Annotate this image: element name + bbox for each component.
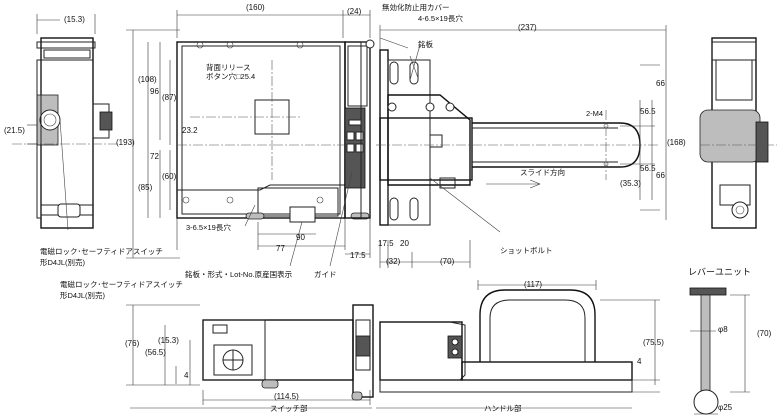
dim-70-lever: (70): [757, 329, 772, 338]
dim-72: 72: [150, 152, 159, 161]
handle-part-label: ハンドル部: [484, 404, 522, 413]
dim-17-5-a: 17.5: [350, 251, 366, 260]
dim-56-5-c: (56.5): [145, 348, 166, 357]
switch-front-view: [126, 10, 375, 267]
dim-56-5-b: 56.5: [640, 164, 656, 173]
handle-front-view: [376, 25, 667, 268]
disable-cover-label: 無効化防止用カバー: [382, 3, 450, 12]
dim-24: (24): [347, 7, 362, 16]
dim-66-b: 66: [656, 171, 665, 180]
slot-top-label: 4-6.5×19長穴: [418, 14, 463, 23]
dim-117: (117): [524, 280, 543, 289]
dim-66-a: 66: [656, 79, 665, 88]
nameplate-bottom-label: 銘板・形式・Lot-No.原産国表示: [185, 270, 293, 279]
dim-4-b: 4: [637, 357, 642, 366]
lock-switch-label-2b: 形D4JL(別売): [60, 291, 106, 300]
dim-21-5: (21.5): [4, 126, 25, 135]
dim-108: (108): [138, 75, 157, 84]
dim-76: (76): [125, 339, 140, 348]
dim-20: 20: [400, 239, 409, 248]
dim-23-2: 23.2: [182, 126, 198, 135]
dim-17-5-b: 17.5: [378, 239, 394, 248]
dim-193: (193): [116, 138, 135, 147]
release-hole-label: 背面リリース: [206, 63, 251, 72]
dim-15-3-b: (15.3): [158, 336, 179, 345]
dim-35-3: (35.3): [620, 179, 641, 188]
right-side-view: [699, 37, 777, 229]
slide-direction-label: スライド方向: [520, 168, 565, 177]
slot-bottom-label: 3-6.5×19長穴: [186, 223, 231, 232]
lever-unit: [689, 287, 750, 415]
dim-phi8: φ8: [718, 325, 728, 334]
lock-switch-label-1b: 形D4JL(別売): [40, 258, 86, 267]
dim-85: (85): [138, 183, 153, 192]
dim-56-5-a: 56.5: [640, 107, 656, 116]
switch-bottom-view: [126, 304, 374, 409]
handle-bottom-view: [376, 280, 660, 409]
switch-part-label: スイッチ部: [270, 404, 308, 413]
shot-bolt-label: ショットボルト: [500, 246, 553, 255]
lock-switch-label-2: 電磁ロック･セーフティドアスイッチ: [60, 280, 183, 289]
dim-160: (160): [246, 3, 265, 12]
dim-4-a: 4: [184, 371, 189, 380]
lever-unit-label: レバーユニット: [688, 267, 752, 277]
dim-96: 96: [150, 87, 159, 96]
dim-75-5: (75.5): [643, 338, 664, 347]
dim-32: (32): [386, 257, 401, 266]
release-hole-label-2: ボタン穴□25.4: [206, 72, 256, 81]
dim-77: 77: [276, 244, 285, 253]
dim-237: (237): [518, 23, 537, 32]
nameplate-top-label: 銘板: [418, 40, 433, 49]
dim-114-5: (114.5): [274, 392, 299, 401]
dim-phi25: φ25: [718, 403, 733, 412]
m4-label: 2-M4: [586, 109, 604, 118]
dim-60: (60): [162, 172, 177, 181]
guide-label: ガイド: [314, 270, 337, 279]
dim-87: (87): [162, 93, 177, 102]
left-side-view: [12, 14, 120, 231]
dim-70: (70): [440, 257, 455, 266]
dim-168: (168): [667, 138, 686, 147]
dim-90: 90: [296, 233, 305, 242]
dim-15-3-top: (15.3): [64, 15, 85, 24]
lock-switch-label-1: 電磁ロック･セーフティドアスイッチ: [40, 247, 163, 256]
